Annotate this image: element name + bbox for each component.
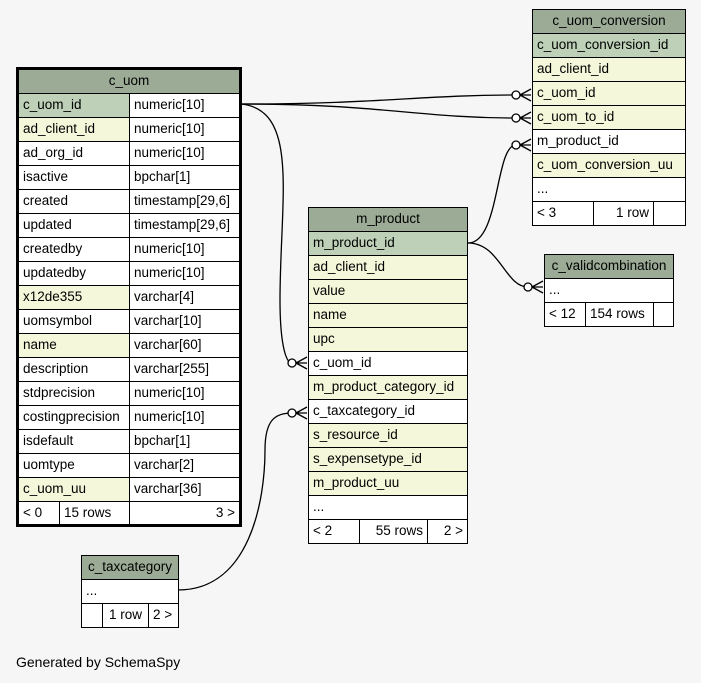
edge-end-circle xyxy=(287,358,297,368)
parents-count: < 2 xyxy=(313,523,333,538)
edge-product-to-conversion xyxy=(467,144,517,244)
table-header: c_uom_conversion xyxy=(533,10,685,34)
table-footer: < 3 1 row xyxy=(533,202,685,225)
crow-foot xyxy=(519,111,532,125)
column-row: ... xyxy=(533,178,685,202)
table-header: c_uom xyxy=(19,70,239,94)
edge-taxcategory-to-product xyxy=(177,412,293,591)
edge-uom-to-conversion-uom-to xyxy=(240,103,517,119)
edge-end-circle xyxy=(523,282,533,292)
edge-product-to-validcombination xyxy=(467,242,529,288)
column-row: ... xyxy=(309,496,467,520)
parents-count: < 3 xyxy=(537,205,557,220)
row-count: 1 row xyxy=(593,202,653,225)
table-footer: < 2 55 rows 2 > xyxy=(309,520,467,543)
column-row: ad_client_id xyxy=(533,58,685,82)
column-row: ... xyxy=(82,580,178,604)
column-row: c_uom_conversion_uu xyxy=(533,154,685,178)
table-c-uom-conversion[interactable]: c_uom_conversion c_uom_conversion_id ad_… xyxy=(532,9,686,226)
column-row: m_product_category_id xyxy=(309,376,467,400)
table-c-validcombination[interactable]: c_validcombination ... < 12 154 rows xyxy=(544,254,674,327)
column-row: s_resource_id xyxy=(309,424,467,448)
crow-foot xyxy=(531,280,544,294)
column-row: m_product_uu xyxy=(309,472,467,496)
children-count: 2 > xyxy=(148,604,178,627)
edge-end-circle xyxy=(511,140,521,150)
crow-foot xyxy=(295,406,308,420)
crow-foot xyxy=(295,356,308,370)
edge-uom-to-conversion-uom xyxy=(240,94,517,105)
table-c-taxcategory[interactable]: c_taxcategory ... 1 row 2 > xyxy=(81,555,179,628)
edge-end-circle xyxy=(287,408,297,418)
table-footer: < 12 154 rows xyxy=(545,303,673,326)
column-row: c_uom_to_id xyxy=(533,106,685,130)
column-row: c_uom_conversion_id xyxy=(533,34,685,58)
column-row: upc xyxy=(309,328,467,352)
children-count xyxy=(653,303,673,326)
edge-end-circle xyxy=(511,113,521,123)
column-row: m_product_id xyxy=(309,232,467,256)
edge-end-circle xyxy=(511,90,521,100)
column-row: m_product_id xyxy=(533,130,685,154)
parents-count: < 12 xyxy=(549,306,576,321)
crow-foot xyxy=(519,138,532,152)
table-footer: < 0 15 rows 3 > xyxy=(19,502,239,524)
column-row: name xyxy=(309,304,467,328)
column-row: ad_client_id xyxy=(309,256,467,280)
table-header: c_taxcategory xyxy=(82,556,178,580)
table-m-product[interactable]: m_product m_product_id ad_client_id valu… xyxy=(308,207,468,544)
children-count: 2 > xyxy=(427,520,467,543)
row-count: 1 row xyxy=(102,604,148,627)
children-count xyxy=(653,202,685,225)
column-row: value xyxy=(309,280,467,304)
column-row: c_uom_id xyxy=(309,352,467,376)
column-row: ... xyxy=(545,279,673,303)
crow-foot xyxy=(519,88,532,102)
table-header: m_product xyxy=(309,208,467,232)
edge-uom-to-product-uom xyxy=(240,103,293,364)
table-footer: 1 row 2 > xyxy=(82,604,178,627)
table-header: c_validcombination xyxy=(545,255,673,279)
row-count: 15 rows xyxy=(59,502,129,524)
parents-count: < 0 xyxy=(23,505,43,520)
column-row: s_expensetype_id xyxy=(309,448,467,472)
row-count: 154 rows xyxy=(585,303,653,326)
parents-count xyxy=(82,604,102,627)
column-row: c_uom_id xyxy=(533,82,685,106)
children-count: 3 > xyxy=(129,502,239,524)
generated-by-text: Generated by SchemaSpy xyxy=(16,654,181,670)
column-row: c_taxcategory_id xyxy=(309,400,467,424)
row-count: 55 rows xyxy=(359,520,427,543)
